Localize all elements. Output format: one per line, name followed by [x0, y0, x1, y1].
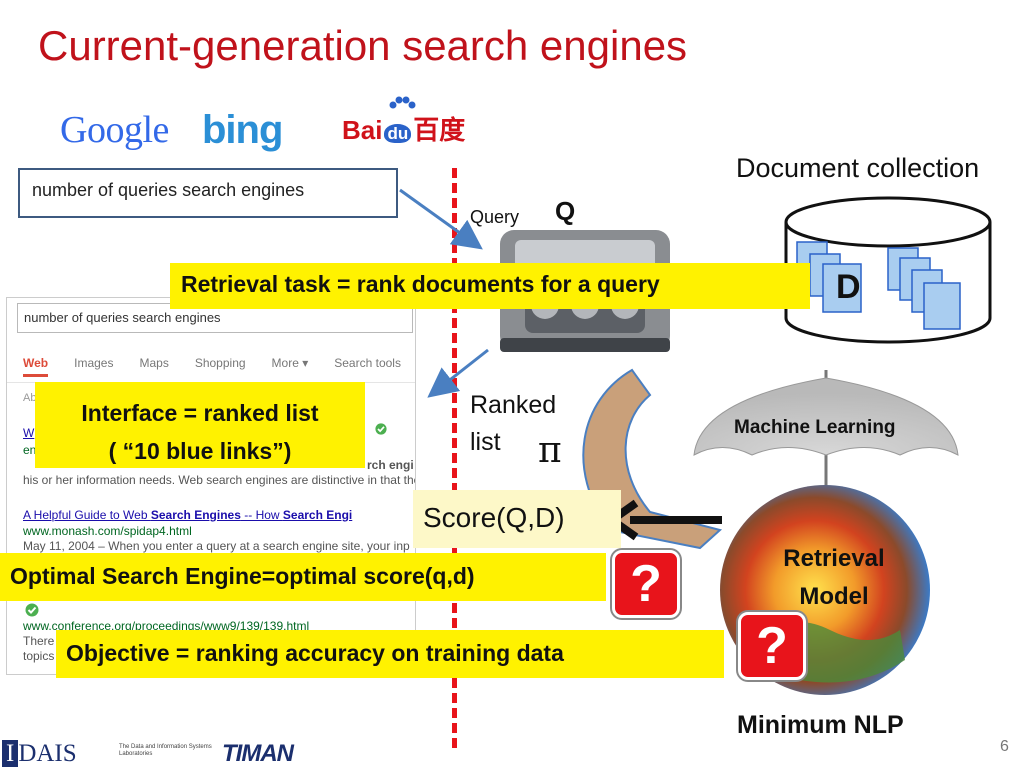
retrieval-model-line-1: Retrieval — [783, 545, 885, 572]
interface-line-1: Interface = ranked list — [81, 400, 319, 426]
query-label: Query — [470, 207, 520, 227]
interface-banner: Interface = ranked list ( “10 blue links… — [35, 382, 365, 468]
browser-tabs: Web Images Maps Shopping More ▾ Search t… — [23, 356, 415, 377]
machine-learning-label: Machine Learning — [734, 417, 896, 438]
retrieval-model-label: Retrieval Model — [768, 540, 900, 616]
dais-logo-i: I — [2, 740, 19, 767]
minimum-nlp-label: Minimum NLP — [737, 711, 904, 739]
query-arrow — [399, 188, 483, 250]
baidu-logo-right: 百度 — [413, 115, 466, 145]
result2-title-a[interactable]: A Helpful Guide to Web — [23, 508, 151, 522]
result2-snippet: May 11, 2004 – When you enter a query at… — [23, 539, 410, 553]
ranked-line-2: list — [470, 428, 501, 456]
interface-line-2: ( “10 blue links”) — [108, 438, 292, 464]
check-icon — [375, 423, 387, 435]
result2-title-d[interactable]: Search Engi — [282, 508, 353, 522]
check-icon — [25, 603, 39, 617]
result1-url-fragment: en — [23, 443, 37, 457]
document-collection-label: Document collection — [736, 153, 980, 183]
dais-subtitle: The Data and Information Systems Laborat… — [119, 744, 212, 757]
document-stack-right — [887, 247, 961, 330]
tab-maps[interactable]: Maps — [139, 356, 169, 370]
result3-snippet-2: topics — [23, 649, 55, 663]
question-mark-icon: ? — [612, 550, 680, 618]
baidu-logo-du: du — [384, 124, 412, 143]
tab-images[interactable]: Images — [74, 356, 114, 370]
query-symbol: Q — [555, 196, 576, 226]
page-number: 6 — [1000, 738, 1009, 755]
result3-snippet-1: There — [23, 634, 55, 648]
question-mark-icon: ? — [738, 612, 806, 680]
baidu-logo-left: Bai — [342, 115, 383, 145]
dashed-divider — [452, 168, 457, 748]
retrieval-model-line-2: Model — [799, 583, 869, 610]
slide-title: Current-generation search engines — [38, 22, 688, 69]
tab-web[interactable]: Web — [23, 356, 49, 377]
tab-more[interactable]: More ▾ — [271, 356, 309, 370]
result2-title-c[interactable]: -- How — [240, 508, 283, 522]
bing-logo: bing — [202, 108, 283, 152]
timan-logo: TIMAN — [222, 740, 294, 767]
result1-snippet-fragment: rch engi — [367, 458, 414, 472]
score-box: Score(Q,D) — [413, 490, 621, 548]
document-letter: D — [836, 268, 861, 306]
umbrella-image — [693, 370, 959, 500]
google-logo-text: Google — [60, 109, 169, 151]
result1-title-fragment[interactable]: W — [23, 426, 35, 440]
tab-shopping[interactable]: Shopping — [194, 356, 246, 370]
result2-title-b[interactable]: Search Engines — [150, 508, 241, 522]
results-about-text: Ab — [23, 392, 37, 404]
query-text-box: number of queries search engines — [18, 168, 398, 218]
result2-url: www.monash.com/spidap4.html — [23, 524, 192, 538]
search-results-screenshot: number of queries search engines Web Ima… — [6, 297, 416, 675]
optimal-engine-banner: Optimal Search Engine=optimal score(q,d) — [0, 553, 606, 601]
tab-search-tools[interactable]: Search tools — [334, 356, 401, 370]
retrieval-task-banner: Retrieval task = rank documents for a qu… — [170, 263, 810, 309]
ranked-list-label: Ranked list — [470, 387, 556, 461]
results-arrow — [427, 348, 489, 398]
google-logo: Google — [60, 108, 169, 152]
result1-snippet: his or her information needs. Web search… — [23, 473, 416, 487]
objective-banner: Objective = ranking accuracy on training… — [56, 630, 724, 678]
dais-logo-text: DAIS — [18, 740, 77, 767]
result3-url: www.conference.org/proceedings/www9/139/… — [23, 619, 310, 633]
ranked-line-1: Ranked — [470, 391, 557, 419]
baidu-paw-icon — [389, 96, 416, 109]
pi-symbol: π — [538, 430, 562, 471]
result2-title[interactable]: A Helpful Guide to Web Search Engines --… — [23, 508, 352, 522]
